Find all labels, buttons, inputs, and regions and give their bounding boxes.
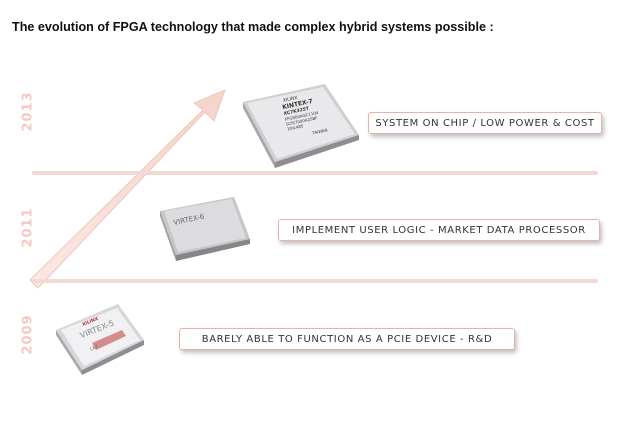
chip-text-line: XILINX	[282, 95, 298, 104]
milestone-label-2009: Barely able to function as a PCIe device…	[179, 328, 515, 350]
page-title: The evolution of FPGA technology that ma…	[12, 20, 494, 34]
kintex7-chip-image: XILINX KINTEX-7 XC7K325T FFG900AGC1104 S…	[243, 84, 359, 168]
milestone-label-2011: Implement user logic - Market Data Proce…	[278, 219, 600, 241]
chip-text-line: 1DIL485	[286, 123, 304, 131]
timeline-divider-upper	[32, 171, 598, 175]
chip-text-line: SCIS7000A2SBF	[285, 115, 318, 127]
chip-text-line: LXT	[89, 344, 99, 353]
chip-text-line: XC7K325T	[283, 106, 310, 117]
virtex6-chip-image: VIRTEX-6	[160, 197, 250, 261]
year-label-2011: 2011	[20, 207, 36, 248]
virtex5-chip-image: XILINX VIRTEX-5 LXT	[56, 304, 144, 375]
year-label-2009: 2009	[20, 314, 36, 355]
year-label-2013: 2013	[20, 91, 36, 132]
milestone-label-2013: System on chip / Low power & cost	[368, 112, 602, 134]
timeline-divider-lower	[32, 279, 598, 283]
chip-text-line: TAIWAN	[311, 127, 328, 135]
